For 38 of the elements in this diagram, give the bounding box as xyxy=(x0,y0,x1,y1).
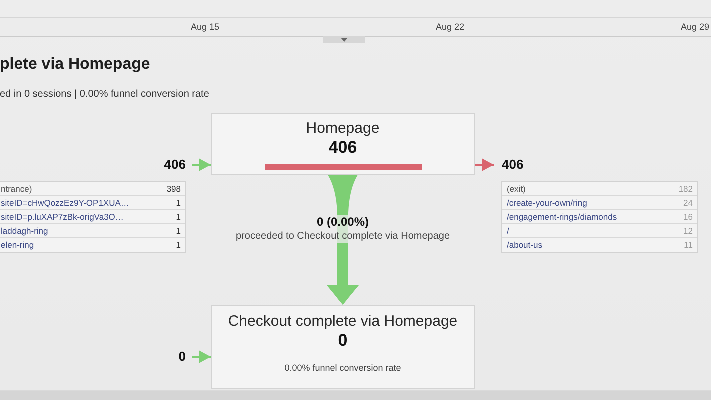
session-count: 1 xyxy=(152,210,185,224)
step-name: Checkout complete via Homepage xyxy=(228,313,458,331)
page-path-text: / xyxy=(502,224,663,238)
date-tick-label: Aug 15 xyxy=(191,22,220,32)
page-path-text: ntrance) xyxy=(0,182,152,196)
session-count: 24 xyxy=(663,196,697,210)
page-path-text: /create-your-own/ring xyxy=(502,196,663,210)
funnel-step-box xyxy=(211,305,475,389)
page-path-text: /engagement-rings/diamonds xyxy=(502,210,663,224)
funnel-step-box xyxy=(211,113,475,175)
page-title: plete via Homepage xyxy=(0,55,150,75)
page-path-text: laddagh-ring xyxy=(0,224,152,238)
session-count: 1 xyxy=(152,224,185,238)
arrow xyxy=(192,158,211,172)
date-tick-label: Aug 22 xyxy=(436,22,465,32)
session-count: 12 xyxy=(663,224,697,238)
conversion-rate-text: 0.00% funnel conversion rate xyxy=(284,362,402,374)
session-count: 11 xyxy=(683,239,694,252)
arrow xyxy=(475,158,494,172)
page-path-text: (exit) xyxy=(502,182,663,196)
arrow xyxy=(192,350,211,364)
session-count: 398 xyxy=(152,182,185,196)
page-path-text: elen-ring xyxy=(0,239,36,252)
entry-count: 0 xyxy=(178,349,192,365)
step-name: Homepage xyxy=(306,120,380,138)
exit-count: 406 xyxy=(494,157,524,173)
page-path-text: siteID=p.luXAP7zBk-origVa3O… xyxy=(0,210,152,224)
session-count: 1 xyxy=(152,196,185,210)
date-tick-label: Aug 29 xyxy=(681,22,710,32)
page-path-text: /about-us xyxy=(506,239,544,252)
funnel-summary-text: ed in 0 sessions | 0.00% funnel conversion rate xyxy=(0,89,210,101)
session-count: 1 xyxy=(175,239,182,252)
page-path-text: siteID=cHwQozzEz9Y-OP1XUA… xyxy=(0,196,152,210)
session-count: 182 xyxy=(663,182,697,196)
step-count: 0 xyxy=(338,331,348,351)
entry-count: 406 xyxy=(164,157,192,173)
step-count: 406 xyxy=(328,138,358,158)
session-count: 16 xyxy=(663,210,697,224)
